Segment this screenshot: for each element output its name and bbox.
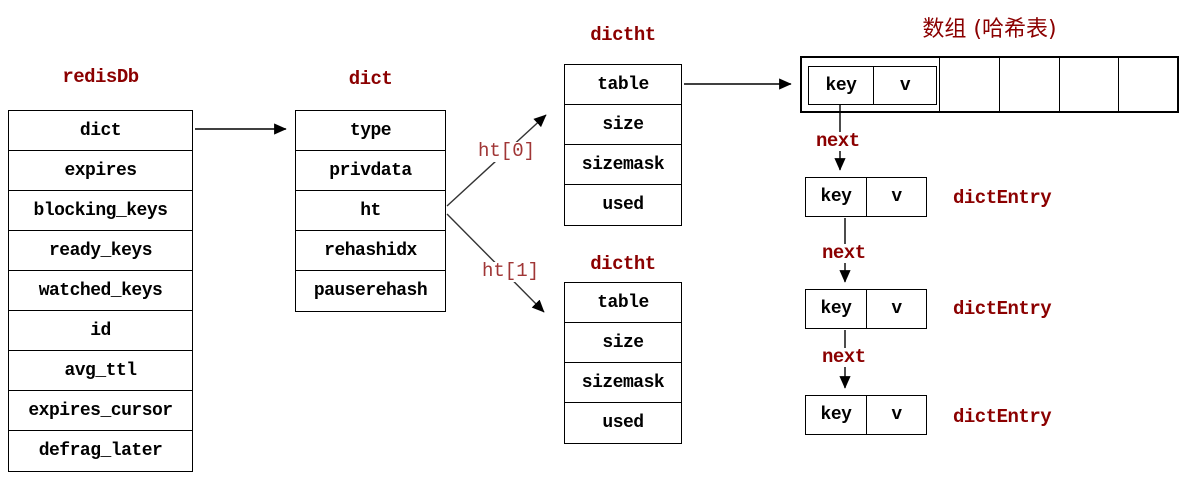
pointer-label-ht0: ht[0] xyxy=(476,140,538,162)
dictentry-label-2: dictEntry xyxy=(953,298,1052,320)
next-label-3: next xyxy=(820,346,868,368)
dictentry-box-3: key v xyxy=(805,395,927,435)
hash-array: key v xyxy=(800,56,1179,113)
redisdb-title: redisDb xyxy=(62,66,139,88)
table-row: size xyxy=(565,323,681,363)
dict-title: dict xyxy=(348,68,393,90)
dictht0-title: dictht xyxy=(590,24,656,46)
entry-value-cell: v xyxy=(891,299,902,319)
table-row: defrag_later xyxy=(38,441,163,461)
array-entry-box: key v xyxy=(808,66,937,105)
dictentry-label-3: dictEntry xyxy=(953,406,1052,428)
table-row: sizemask xyxy=(565,363,681,403)
entry-key-cell: key xyxy=(806,396,867,434)
table-row: table xyxy=(565,65,681,105)
table-row: ready_keys xyxy=(9,231,192,271)
table-row: sizemask xyxy=(565,145,681,185)
table-row: watched_keys xyxy=(9,271,192,311)
array-cell-0: key v xyxy=(802,58,939,111)
dictentry-box-2: key v xyxy=(805,289,927,329)
array-cell-empty xyxy=(1059,58,1118,111)
table-row: avg_ttl xyxy=(9,351,192,391)
table-row: used xyxy=(602,195,644,215)
entry-key-cell: key xyxy=(806,178,867,216)
next-label-1: next xyxy=(814,130,862,152)
table-row: used xyxy=(602,413,644,433)
array-cell-empty xyxy=(1118,58,1177,111)
table-row: ht xyxy=(296,191,445,231)
entry-key-cell: key xyxy=(806,290,867,328)
table-row: table xyxy=(565,283,681,323)
entry-value-cell: v xyxy=(891,187,902,207)
table-row: privdata xyxy=(296,151,445,191)
entry-key-cell: key xyxy=(809,67,874,104)
dictentry-box-1: key v xyxy=(805,177,927,217)
array-cell-empty xyxy=(939,58,999,111)
pointer-label-ht1: ht[1] xyxy=(480,260,542,282)
table-row: size xyxy=(565,105,681,145)
table-row: expires_cursor xyxy=(9,391,192,431)
table-row: expires xyxy=(9,151,192,191)
next-label-2: next xyxy=(820,242,868,264)
dictht1-title: dictht xyxy=(590,253,656,275)
entry-value-cell: v xyxy=(899,75,911,96)
table-row: blocking_keys xyxy=(9,191,192,231)
dictentry-label-1: dictEntry xyxy=(953,187,1052,209)
table-row: dict xyxy=(9,111,192,151)
entry-value-cell: v xyxy=(891,405,902,425)
table-row: rehashidx xyxy=(296,231,445,271)
hash-array-title: 数组 (哈希表) xyxy=(922,17,1057,42)
table-row: pauserehash xyxy=(313,281,428,301)
array-cell-empty xyxy=(999,58,1059,111)
table-row: type xyxy=(296,111,445,151)
table-row: id xyxy=(9,311,192,351)
